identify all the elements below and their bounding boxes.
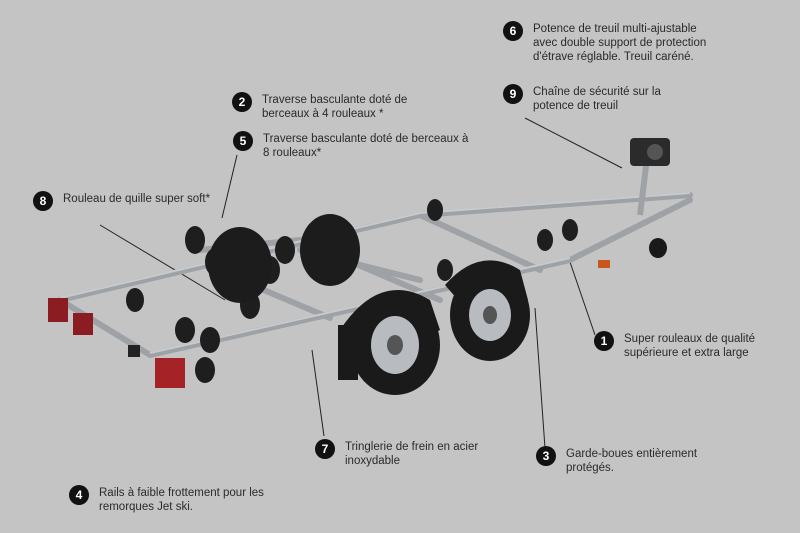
number-badge: 8: [33, 191, 53, 211]
number-badge: 7: [315, 439, 335, 459]
callout-4: 4 Rails à faible frottement pour les rem…: [69, 485, 264, 514]
callout-6: 6 Potence de treuil multi-ajustable avec…: [503, 21, 706, 64]
callout-3: 3 Garde-boues entièrement protégés.: [536, 446, 697, 475]
winch-post: [630, 138, 670, 216]
callout-text: Traverse basculante doté de berceaux à 4…: [262, 94, 408, 120]
callout-text: Super rouleaux de qualité supérieure et …: [624, 333, 756, 359]
rear-wheels: [208, 214, 360, 303]
callout-text: Tringlerie de frein en acier inoxydable: [345, 441, 479, 467]
callout-text: Rails à faible frottement pour les remor…: [99, 487, 264, 513]
number-badge: 5: [233, 131, 253, 151]
wheels: [338, 238, 667, 395]
callout-text: Traverse basculante doté de berceaux à 8…: [263, 133, 469, 159]
callout-text: Chaîne de sécurité sur la potence de tre…: [533, 86, 661, 112]
number-badge: 6: [503, 21, 523, 41]
number-badge: 2: [232, 92, 252, 112]
number-badge: 3: [536, 446, 556, 466]
callout-1: 1 Super rouleaux de qualité supérieure e…: [594, 331, 755, 360]
callout-text: Garde-boues entièrement protégés.: [566, 448, 698, 474]
callout-7: 7 Tringlerie de frein en acier inoxydabl…: [315, 439, 478, 468]
number-badge: 1: [594, 331, 614, 351]
callout-text: Rouleau de quille super soft*: [63, 193, 211, 205]
callout-5: 5 Traverse basculante doté de berceaux à…: [233, 131, 468, 160]
number-badge: 9: [503, 84, 523, 104]
number-badge: 4: [69, 485, 89, 505]
tail-lights: [48, 298, 185, 388]
callout-9: 9 Chaîne de sécurité sur la potence de t…: [503, 84, 661, 113]
callout-2: 2 Traverse basculante doté de berceaux à…: [232, 92, 407, 121]
callout-text: Potence de treuil multi-ajustable avec d…: [533, 23, 707, 63]
leader-lines: [99, 117, 623, 449]
callout-8: 8 Rouleau de quille super soft*: [33, 191, 210, 211]
